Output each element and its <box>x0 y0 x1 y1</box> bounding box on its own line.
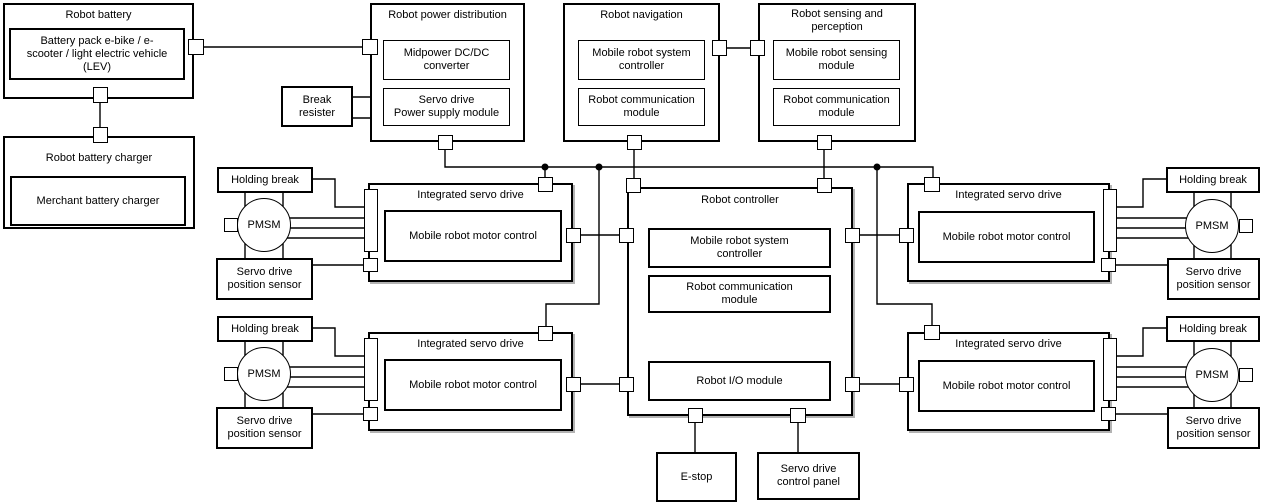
battery-pack-box: Battery pack e-bike / e- scooter / light… <box>9 28 185 80</box>
break-resister-box: Break resister <box>281 86 353 127</box>
connector-square <box>750 40 765 56</box>
position-sensor-box: Servo drive position sensor <box>1167 407 1260 449</box>
controller-communication-box: Robot communication module <box>648 275 831 313</box>
holding-break-box: Holding break <box>1166 167 1260 193</box>
robot-io-module-box: Robot I/O module <box>648 361 831 401</box>
motor-shaft-square <box>1239 219 1253 233</box>
connector-square <box>924 177 940 192</box>
bus-junction-dot <box>873 163 881 171</box>
connector-square <box>790 408 806 423</box>
integrated-servo-drive-title: Integrated servo drive <box>955 189 1062 201</box>
motor-control-box-top-left: Mobile robot motor control <box>384 210 562 262</box>
connector-square <box>712 40 727 56</box>
holding-break-box: Holding break <box>217 167 313 193</box>
connector-square <box>817 135 832 150</box>
pmsm-motor: PMSM <box>237 347 291 401</box>
connector-square <box>538 326 553 341</box>
connector-square <box>438 135 453 150</box>
motor-shaft-square <box>224 367 238 381</box>
sensing-module-box: Mobile robot sensing module <box>773 40 900 80</box>
connector-square <box>362 39 378 55</box>
connector-square <box>619 228 634 243</box>
motor-control-box-bottom-right: Mobile robot motor control <box>918 360 1095 412</box>
robot-controller-title: Robot controller <box>701 194 779 206</box>
connector-square <box>899 377 914 392</box>
position-sensor-box: Servo drive position sensor <box>216 258 313 300</box>
connector-square <box>538 177 553 192</box>
holding-break-box: Holding break <box>217 316 313 342</box>
servo-power-connector-strip <box>1103 338 1117 401</box>
motor-shaft-square <box>224 218 238 232</box>
position-sensor-box: Servo drive position sensor <box>1167 258 1260 300</box>
connector-square <box>899 228 914 243</box>
robot-power-distribution-title: Robot power distribution <box>388 9 507 21</box>
e-stop-box: E-stop <box>656 452 737 502</box>
merchant-battery-charger-box: Merchant battery charger <box>10 176 186 226</box>
connector-square <box>924 325 940 340</box>
bus-junction-dot <box>595 163 603 171</box>
connector-square <box>93 87 108 103</box>
connector-square <box>566 228 581 243</box>
servo-to-controller-links <box>581 234 899 385</box>
servo-drive-control-panel-box: Servo drive control panel <box>757 452 860 500</box>
servo-power-connector-strip <box>364 338 378 401</box>
robot-battery-charger-title: Robot battery charger <box>45 152 153 164</box>
connector-square <box>1101 407 1116 421</box>
servo-power-connector-strip <box>364 189 378 252</box>
motor-control-box-top-right: Mobile robot motor control <box>918 211 1095 263</box>
connector-square <box>619 377 634 392</box>
connector-square <box>566 377 581 392</box>
connector-square <box>93 127 108 143</box>
motor-control-box-bottom-left: Mobile robot motor control <box>384 359 562 411</box>
connector-square <box>845 377 860 392</box>
servo-power-connector-strip <box>1103 189 1117 252</box>
robot-navigation-title: Robot navigation <box>600 9 683 21</box>
navigation-system-controller-box: Mobile robot system controller <box>578 40 705 80</box>
integrated-servo-drive-title: Integrated servo drive <box>955 338 1062 350</box>
robot-sensing-title: Robot sensing and perception <box>791 8 883 33</box>
integrated-servo-drive-title: Integrated servo drive <box>417 189 524 201</box>
bus-junction-dot <box>541 163 549 171</box>
midpower-dcdc-converter-box: Midpower DC/DC converter <box>383 40 510 80</box>
connector-square <box>845 228 860 243</box>
connector-square <box>626 178 641 193</box>
pmsm-motor: PMSM <box>1185 348 1239 402</box>
power-bus <box>444 150 934 326</box>
connector-square <box>817 178 832 193</box>
servo-drive-power-supply-box: Servo drive Power supply module <box>383 88 510 126</box>
pmsm-motor: PMSM <box>237 198 291 252</box>
connector-square <box>688 408 703 423</box>
connector-square <box>1101 258 1116 272</box>
motor-shaft-square <box>1239 368 1253 382</box>
sensing-communication-module-box: Robot communication module <box>773 88 900 126</box>
navigation-communication-module-box: Robot communication module <box>578 88 705 126</box>
connector-square <box>363 407 378 421</box>
io-device-wires <box>694 423 799 452</box>
controller-system-box: Mobile robot system controller <box>648 228 831 268</box>
connector-square <box>188 39 204 55</box>
integrated-servo-drive-title: Integrated servo drive <box>417 338 524 350</box>
connector-square <box>363 258 378 272</box>
robot-battery-title: Robot battery <box>65 9 132 21</box>
pmsm-motor: PMSM <box>1185 199 1239 253</box>
holding-break-box: Holding break <box>1166 316 1260 342</box>
connector-square <box>627 135 642 150</box>
position-sensor-box: Servo drive position sensor <box>216 407 313 449</box>
